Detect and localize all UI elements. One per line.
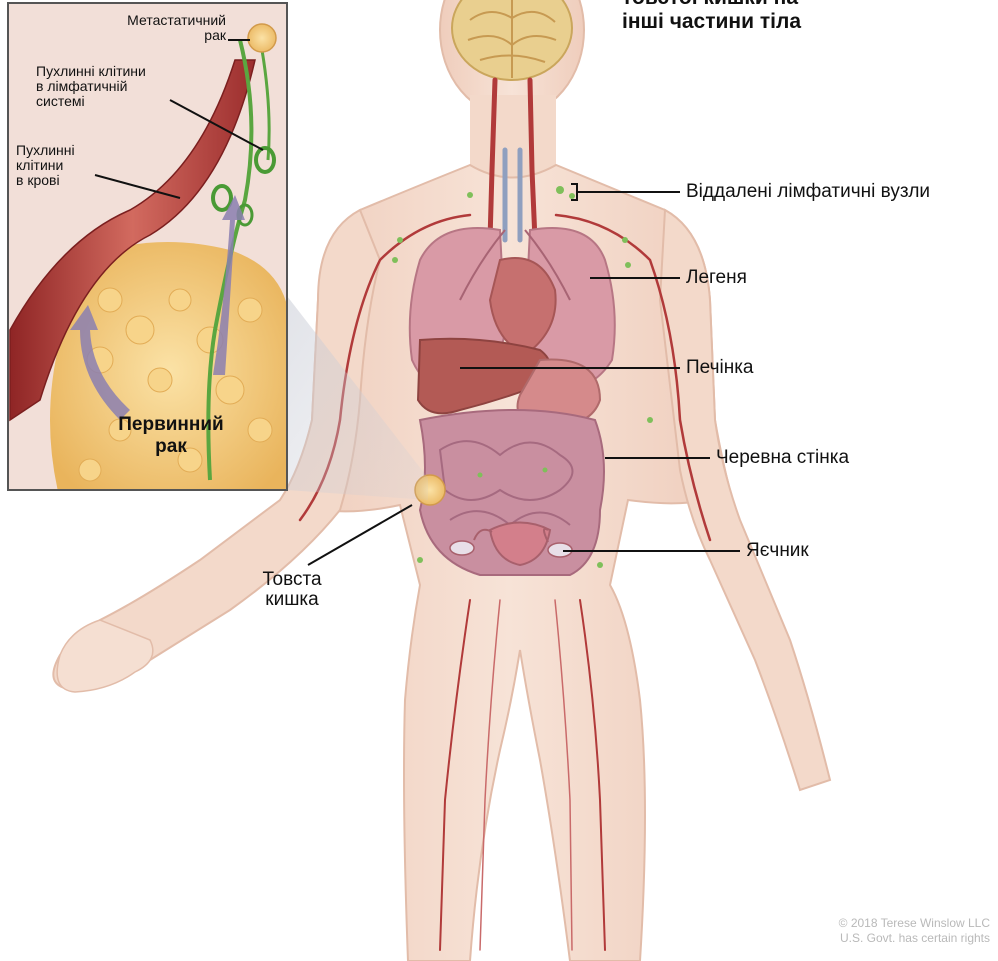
label-ovary: Яєчник <box>746 540 809 562</box>
label-distant-lymph-nodes: Віддалені лімфатичні вузли <box>686 181 930 203</box>
label-primary-cancer: Первинний рак <box>96 414 246 458</box>
title-line-1: товстої кишки на <box>622 0 801 10</box>
label-lung: Легеня <box>686 267 747 289</box>
label-liver: Печінка <box>686 357 754 379</box>
label-abdominal-wall: Черевна стінка <box>716 447 849 469</box>
diagram-title: товстої кишки на інші частини тіла <box>622 0 801 34</box>
label-colon: Товста кишка <box>252 570 332 610</box>
label-lymph-tumor-cells: Пухлинні клітини в лімфатичній системі <box>36 64 146 109</box>
label-metastatic-cancer: Метастатичний рак <box>96 13 226 43</box>
copyright-notice: © 2018 Terese Winslow LLC U.S. Govt. has… <box>839 916 990 946</box>
title-line-2: інші частини тіла <box>622 10 801 34</box>
label-blood-tumor-cells: Пухлинні клітини в крові <box>16 143 75 188</box>
